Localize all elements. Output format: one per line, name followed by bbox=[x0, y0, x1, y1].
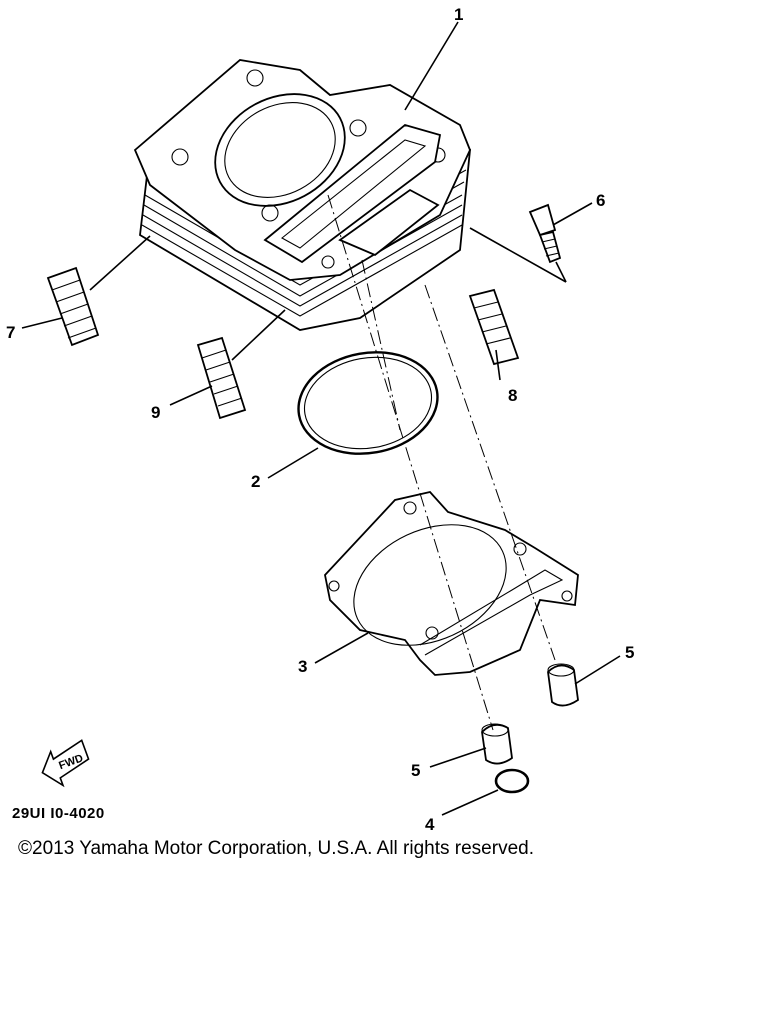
callout-7: 7 bbox=[6, 323, 15, 342]
cylinder-part bbox=[133, 59, 471, 331]
fwd-arrow-icon: FWD bbox=[41, 739, 90, 788]
stud-part bbox=[196, 336, 247, 420]
dowel-pin-part bbox=[481, 723, 513, 765]
stud-part bbox=[468, 288, 520, 366]
callout-labels: 1 2 3 4 5 5 6 7 8 9 bbox=[6, 5, 634, 834]
callout-2: 2 bbox=[251, 472, 260, 491]
drawing-code: 29UI I0-4020 bbox=[12, 805, 105, 822]
callout-8: 8 bbox=[508, 386, 517, 405]
callout-3: 3 bbox=[298, 657, 307, 676]
gasket-part bbox=[324, 491, 579, 676]
bolt-part bbox=[528, 203, 562, 264]
callout-1: 1 bbox=[454, 5, 463, 24]
leader-lines bbox=[21, 21, 621, 816]
callout-4: 4 bbox=[425, 815, 435, 834]
small-o-ring-part bbox=[494, 768, 530, 794]
callout-5-right: 5 bbox=[625, 643, 634, 662]
dowel-pin-part bbox=[547, 663, 579, 707]
callout-6: 6 bbox=[596, 191, 605, 210]
copyright-notice: ©2013 Yamaha Motor Corporation, U.S.A. A… bbox=[18, 838, 534, 859]
center-lines bbox=[327, 194, 556, 731]
callout-5-lower: 5 bbox=[411, 761, 420, 780]
stud-part bbox=[46, 266, 100, 347]
o-ring-part bbox=[297, 351, 439, 455]
callout-9: 9 bbox=[151, 403, 160, 422]
